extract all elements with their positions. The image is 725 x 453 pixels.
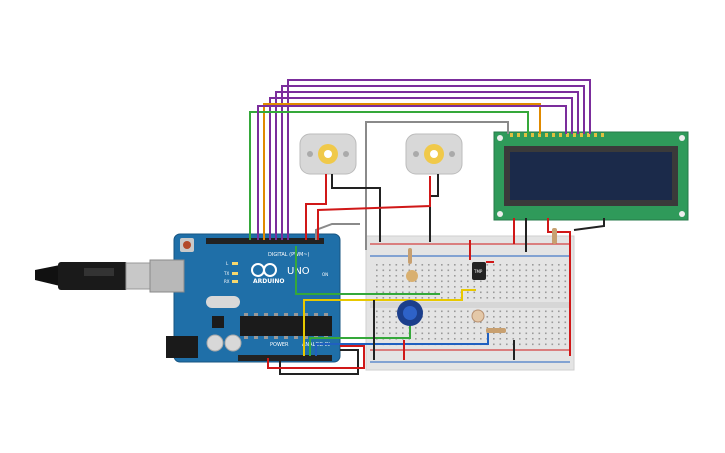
led-label-l: L (226, 261, 229, 266)
led-component (406, 270, 418, 282)
resistor-2 (486, 328, 506, 333)
photoresistor (471, 309, 485, 323)
lcd-display (493, 131, 689, 221)
potentiometer (397, 300, 423, 326)
digital-label: DIGITAL (PWM~) (268, 252, 310, 258)
wires (249, 79, 605, 375)
on-label: ON (322, 272, 328, 277)
arduino-brand: ARDUINO (253, 278, 284, 285)
dc-motor-2 (405, 133, 463, 175)
resistor-1 (408, 248, 412, 264)
arduino-model: UNO (287, 266, 310, 277)
temperature-sensor: TMP (472, 262, 486, 280)
resistor-3 (552, 228, 557, 244)
arduino-board: L TX RX ON ARDUINO UNO DIGITAL (PWM~) PO… (149, 233, 341, 363)
led-label-rx: RX (224, 279, 230, 284)
dc-motor-1 (299, 133, 357, 175)
infinity-logo-icon (251, 263, 277, 277)
power-label: POWER (270, 342, 289, 348)
sensor-label: TMP (473, 269, 483, 274)
lcd-screen (510, 152, 672, 200)
led-label-tx: TX (223, 271, 229, 276)
reset-button-icon (183, 241, 191, 249)
